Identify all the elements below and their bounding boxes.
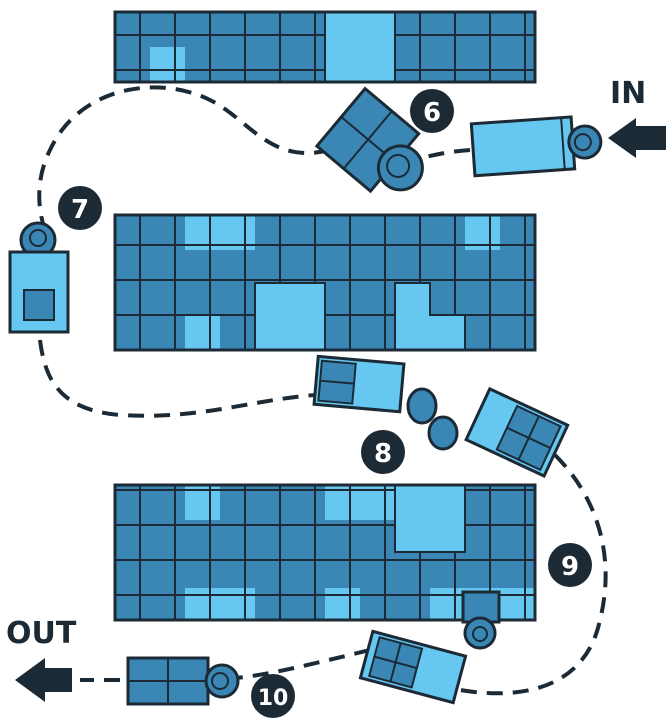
rack-top <box>115 12 535 82</box>
station-number-9: 9 <box>561 552 579 582</box>
station-number-6: 6 <box>423 98 441 128</box>
station-number-8: 8 <box>374 439 392 469</box>
station-badge-9: 9 <box>548 543 592 587</box>
rack-middle <box>115 215 535 350</box>
station-badge-6: 6 <box>410 89 454 133</box>
station-number-7: 7 <box>71 195 89 225</box>
out-arrow-icon <box>15 658 72 702</box>
station-badge-8: 8 <box>361 430 405 474</box>
station-badge-7: 7 <box>58 186 102 230</box>
cart-station-8b <box>466 389 568 476</box>
worker-station-8a <box>408 389 436 423</box>
cart-station-7 <box>10 223 68 332</box>
worker-station-9 <box>463 592 499 648</box>
cart-station-10b <box>128 658 238 704</box>
in-arrow-icon <box>608 118 666 158</box>
station-badge-10: 10 <box>251 674 295 718</box>
out-label: OUT <box>6 616 77 651</box>
worker-station-8b <box>429 417 457 449</box>
cart-station-10a <box>360 631 465 702</box>
cart-station-8a <box>314 356 404 411</box>
station-number-10: 10 <box>258 686 289 711</box>
cart-in <box>471 115 602 176</box>
in-label: IN <box>610 76 646 111</box>
